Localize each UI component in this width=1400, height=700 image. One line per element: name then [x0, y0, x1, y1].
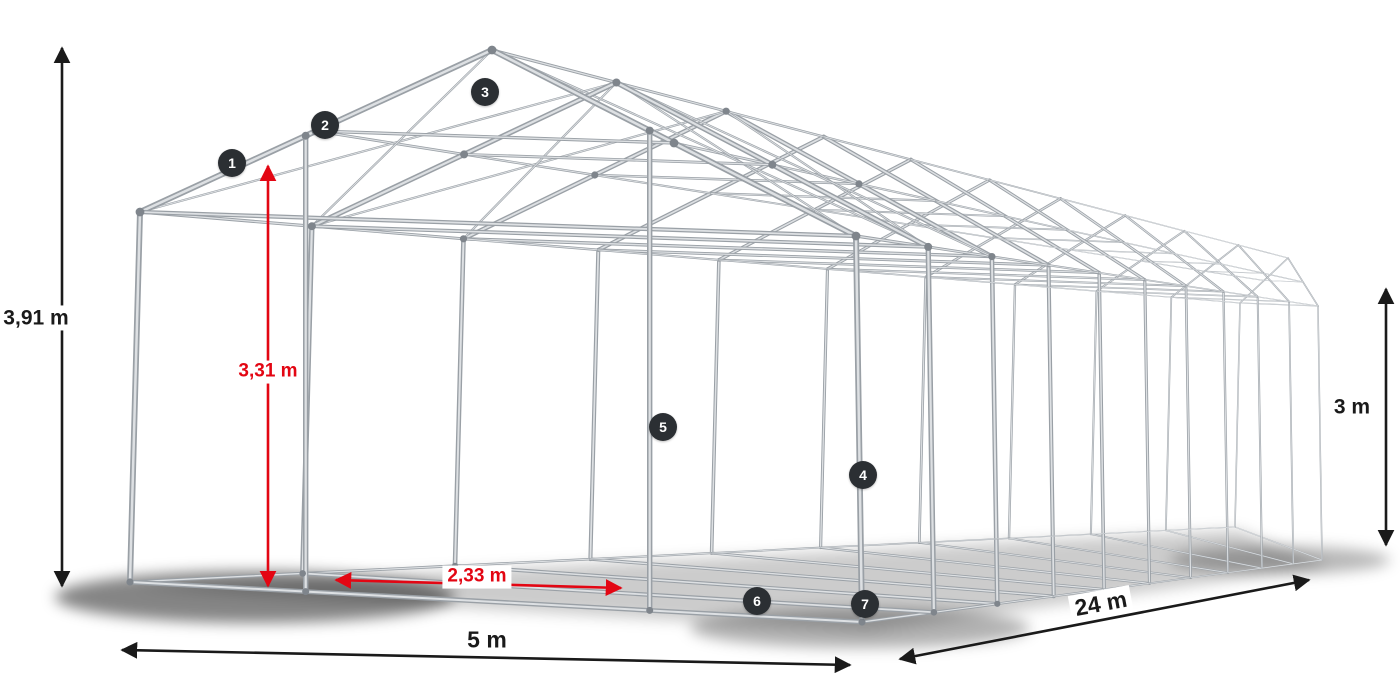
dimension-label-width: 5 m — [462, 626, 512, 654]
marker-badge-3: 3 — [471, 78, 499, 106]
marker-badge-4: 4 — [849, 461, 877, 489]
dimension-label-inner-height: 3,31 m — [233, 360, 303, 384]
marker-badge-5: 5 — [649, 413, 677, 441]
marker-badge-7: 7 — [851, 590, 879, 618]
marker-badge-2: 2 — [311, 111, 339, 139]
dimension-label-side-height: 3 m — [1328, 394, 1376, 420]
marker-badge-6: 6 — [743, 587, 771, 615]
arrow-length — [898, 574, 1311, 665]
arrow-width — [120, 641, 852, 674]
dimension-label-bay-spacing: 2,33 m — [442, 565, 512, 589]
marker-badge-1: 1 — [218, 149, 246, 177]
dimension-label-total-height: 3,91 m — [0, 305, 74, 331]
